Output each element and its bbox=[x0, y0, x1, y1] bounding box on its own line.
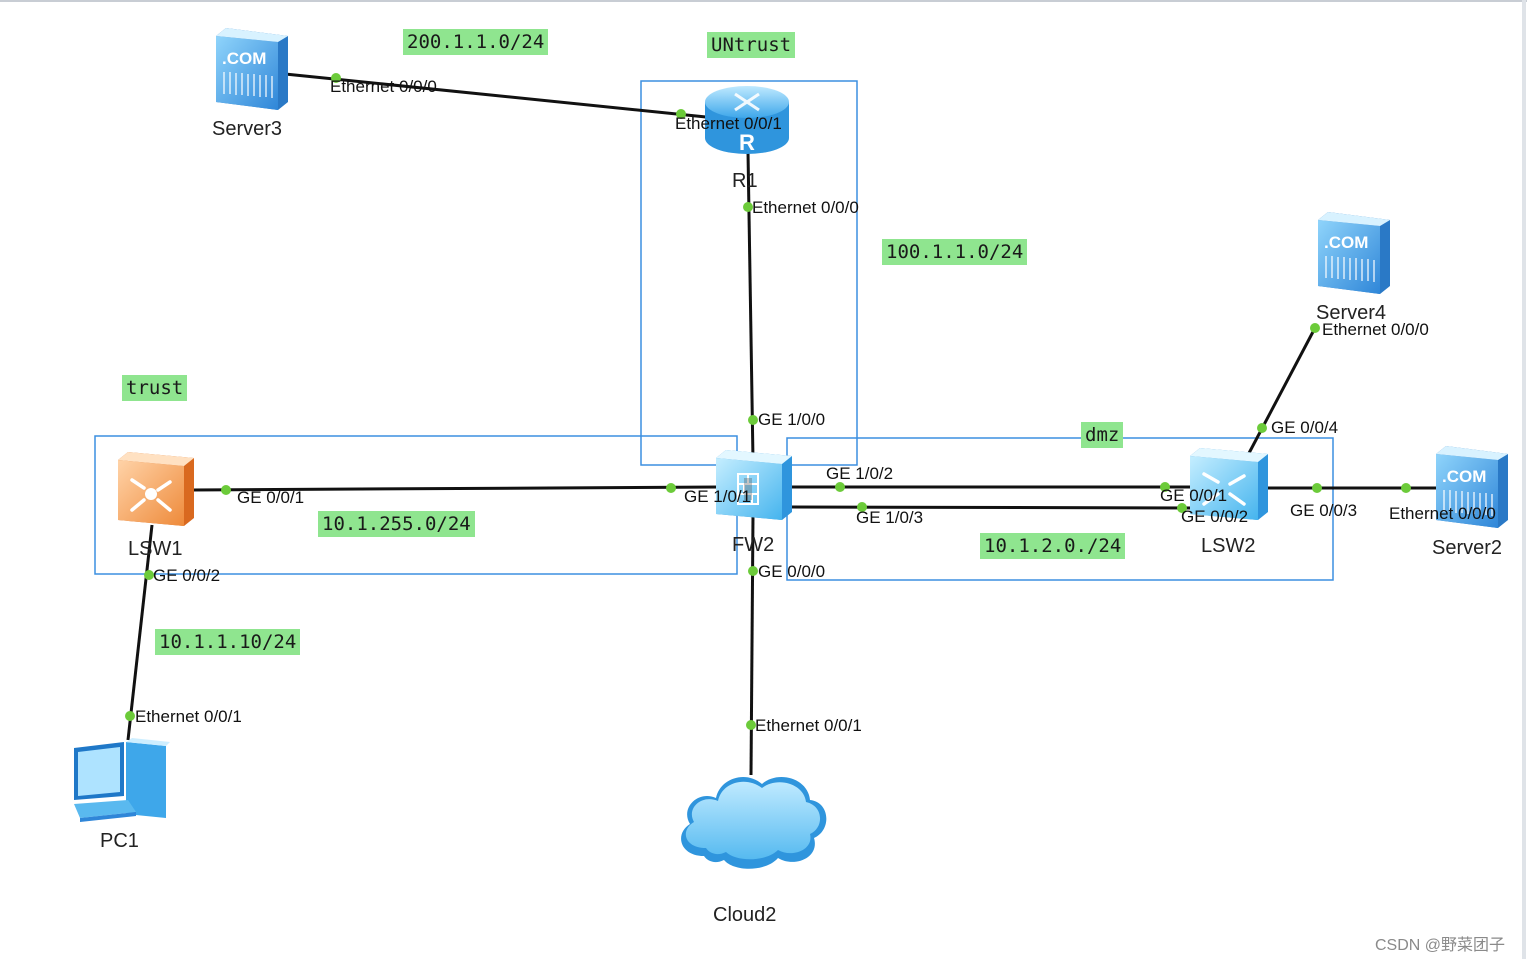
device-label-r1: R1 bbox=[732, 170, 758, 192]
server2-icon[interactable]: .COM bbox=[1436, 446, 1508, 528]
cloud2-icon[interactable] bbox=[681, 776, 827, 869]
port-label-fw2-ge100: GE 1/0/0 bbox=[758, 410, 826, 429]
port-label-lsw2-ge001: GE 0/0/1 bbox=[1160, 486, 1228, 505]
port-dot bbox=[1401, 483, 1411, 493]
port-label-cloud2-eth001: Ethernet 0/0/1 bbox=[755, 716, 862, 735]
port-label-pc1-eth001: Ethernet 0/0/1 bbox=[135, 707, 242, 726]
server4-icon[interactable]: .COM bbox=[1318, 212, 1390, 294]
port-dot bbox=[746, 720, 756, 730]
server-badge: .COM bbox=[222, 49, 266, 68]
lsw1-icon[interactable] bbox=[118, 452, 194, 526]
port-label-lsw2-ge004: GE 0/0/4 bbox=[1271, 418, 1339, 437]
device-label-server4: Server4 bbox=[1316, 302, 1387, 324]
port-dot bbox=[1312, 483, 1322, 493]
port-label-r1-eth001: Ethernet 0/0/1 bbox=[675, 114, 782, 133]
port-label-lsw2-ge002: GE 0/0/2 bbox=[1181, 507, 1249, 526]
port-dot bbox=[1257, 423, 1267, 433]
note-subnet-100: 100.1.1.0/24 bbox=[882, 239, 1028, 265]
port-dot bbox=[1177, 503, 1187, 513]
device-label-lsw2: LSW2 bbox=[1201, 535, 1256, 557]
port-dot bbox=[144, 570, 154, 580]
port-dot bbox=[1310, 323, 1320, 333]
device-label-cloud2: Cloud2 bbox=[713, 904, 777, 926]
device-label-server2: Server2 bbox=[1432, 537, 1503, 559]
port-dot bbox=[857, 502, 867, 512]
note-zone-dmz: dmz bbox=[1081, 422, 1124, 448]
fw2-icon[interactable] bbox=[716, 450, 792, 520]
port-dot bbox=[743, 202, 753, 212]
port-dot bbox=[125, 711, 135, 721]
port-label-lsw1-ge001: GE 0/0/1 bbox=[237, 488, 305, 507]
port-dot bbox=[748, 415, 758, 425]
port-label-server4-eth000: Ethernet 0/0/0 bbox=[1322, 320, 1429, 339]
watermark-text: CSDN @野菜团子 bbox=[1375, 937, 1506, 954]
device-label-server3: Server3 bbox=[212, 118, 283, 140]
port-label-lsw2-ge003: GE 0/0/3 bbox=[1290, 501, 1358, 520]
port-dot bbox=[221, 485, 231, 495]
link-lsw1-pc1[interactable] bbox=[126, 524, 154, 741]
note-subnet-10-1-2: 10.1.2.0./24 bbox=[980, 533, 1126, 559]
note-zone-trust: trust bbox=[122, 375, 188, 401]
port-label-fw2-ge101: GE 1/0/1 bbox=[684, 487, 752, 506]
port-label-server2-eth000: Ethernet 0/0/0 bbox=[1389, 504, 1496, 523]
note-zone-untrust: UNtrust bbox=[707, 32, 796, 58]
link-server3-r1[interactable] bbox=[284, 72, 707, 119]
server3-icon[interactable]: .COM bbox=[216, 28, 288, 110]
port-dots bbox=[125, 73, 1411, 730]
port-label-fw2-ge102: GE 1/0/2 bbox=[826, 464, 894, 483]
port-label-lsw1-ge002: GE 0/0/2 bbox=[153, 566, 221, 585]
link-fw2-cloud2[interactable] bbox=[749, 514, 755, 776]
device-label-lsw1: LSW1 bbox=[128, 538, 183, 560]
router-r1-icon[interactable]: R bbox=[705, 86, 789, 155]
window-top-border bbox=[0, 0, 1527, 2]
router-badge: R bbox=[739, 130, 755, 155]
note-subnet-200: 200.1.1.0/24 bbox=[403, 29, 549, 55]
link-lsw2-server4[interactable] bbox=[1246, 327, 1317, 456]
port-label-server3-eth000: Ethernet 0/0/0 bbox=[330, 77, 437, 96]
port-dot bbox=[331, 73, 341, 83]
note-subnet-10-1-1: 10.1.1.10/24 bbox=[155, 629, 301, 655]
port-label-r1-eth000: Ethernet 0/0/0 bbox=[752, 198, 859, 217]
link-fw2-lsw2-ge103[interactable] bbox=[789, 505, 1196, 510]
port-dot bbox=[835, 482, 845, 492]
lsw2-icon[interactable] bbox=[1190, 448, 1268, 520]
port-label-fw2-ge103: GE 1/0/3 bbox=[856, 508, 924, 527]
link-lsw1-fw2[interactable] bbox=[191, 485, 721, 492]
port-dot bbox=[748, 566, 758, 576]
device-label-pc1: PC1 bbox=[100, 830, 139, 852]
pc1-icon[interactable] bbox=[74, 738, 170, 822]
port-dot bbox=[666, 483, 676, 493]
port-dot bbox=[1160, 482, 1170, 492]
server-badge: .COM bbox=[1324, 233, 1368, 252]
server-badge: .COM bbox=[1442, 467, 1486, 486]
window-right-border bbox=[1522, 0, 1526, 959]
port-dot bbox=[676, 109, 686, 119]
note-subnet-10-1-255: 10.1.255.0/24 bbox=[318, 511, 475, 537]
device-label-fw2: FW2 bbox=[732, 534, 775, 556]
port-label-fw2-ge000: GE 0/0/0 bbox=[758, 562, 826, 581]
